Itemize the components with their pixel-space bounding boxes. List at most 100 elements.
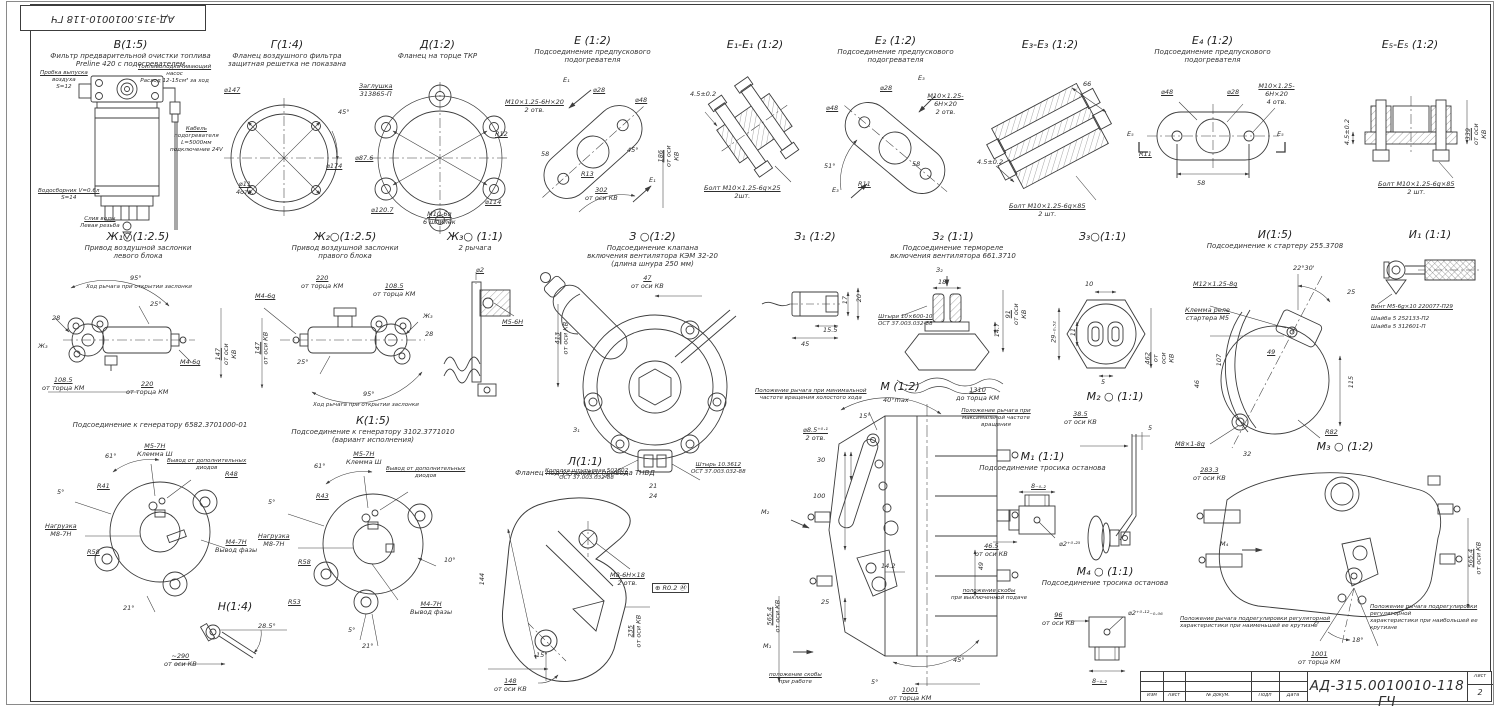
dim-label: R58 <box>298 558 311 566</box>
dim-label: 5° <box>57 488 65 496</box>
title-block-line <box>1279 672 1280 701</box>
corner-stamp: АД-315.0010010-118 ГЧ <box>20 5 206 31</box>
part-label: Штыри 10×600-10 ОСТ 37.003.032-88 <box>878 314 933 327</box>
note-label: Водосборник V=0.6л S=14 <box>38 188 100 201</box>
view-l: Л(1:1) Фланец под установку привода ТНВД… <box>470 455 700 700</box>
dim-label: 7° <box>1312 620 1320 628</box>
section-arrow-label: Е₃ <box>918 74 925 82</box>
view-z3: З₃○(1:1) 10 11 29₋₀.₅₂ 5 462 от оси КВ <box>1035 230 1176 410</box>
dim-label: 1001 от торца КМ <box>1298 650 1341 667</box>
note-label: М4-7Н Вывод фазы <box>215 538 258 555</box>
dim-label: М5-7Н Клемма Ш <box>346 450 382 467</box>
note-label: М4-7Н Вывод фазы <box>410 600 453 617</box>
dim-label: 61° <box>314 462 326 470</box>
view-subtitle: Фильтр предварительной очистки топлива P… <box>50 52 211 68</box>
view-title: Д(1:2) <box>420 38 455 51</box>
view-e1: Е₁-Е₁ (1:2) 4.5±0.2 Болт М10×1.25-6g×25 … <box>690 38 820 208</box>
view-subtitle: Привод воздушной заслонки левого блока <box>84 244 192 260</box>
dim-label: 14.2 <box>881 562 896 570</box>
view-d: Д(1:2) Фланец на торце ТКР Заглушка 3138… <box>355 38 520 238</box>
dim-label: R12 <box>495 130 508 138</box>
dim-label: 28 <box>425 330 434 338</box>
dim-label: ⌀48 <box>1161 88 1174 96</box>
dim-label: 4.5±0.2 <box>1343 119 1351 146</box>
dim-label: 302 от оси КВ <box>585 186 618 203</box>
dim-label: R82 <box>1325 428 1338 436</box>
dim-label: 49 <box>1267 348 1276 356</box>
dim-label: 66 <box>1083 80 1092 88</box>
section-arrow-label: Е₁ <box>563 76 570 84</box>
dim-label: 45° <box>627 146 639 154</box>
fitting-sketch <box>175 622 287 666</box>
dim-label: 10° <box>444 556 456 564</box>
dim-label: М5-6Н <box>502 318 524 326</box>
dim-label: 4.5±0.2 <box>977 158 1004 166</box>
view-g: Г(1:4) Фланец воздушного фильтра защитна… <box>212 38 362 233</box>
dim-label: М10-6g 6 шпилек <box>423 210 456 227</box>
section-arrow-label: Е₅ <box>1277 130 1284 138</box>
part-label: Болт М10×1.25-6g×25 2шт. <box>704 184 781 201</box>
dim-label: ⌀147 <box>224 86 241 94</box>
view-m1: М₁ (1:1) Подсоединение тросика останова … <box>975 450 1110 570</box>
dim-label: 148 от оси КВ <box>494 677 527 694</box>
section-arrow-label: Е₁ <box>649 176 656 184</box>
view-z1: З₁ (1:2) 17 20 15.5 45 <box>755 230 875 360</box>
view-m: М (1:2) <box>755 380 1045 702</box>
dim-label: М12×1.25-8g <box>1193 280 1238 288</box>
note-label: Вывод от дополнительных диодов <box>386 466 466 479</box>
title-block-line <box>1185 672 1186 701</box>
heater-flange2-sketch <box>840 95 948 199</box>
starter-sketch <box>1209 274 1342 449</box>
view-subtitle: Фланец воздушного фильтра защитная решет… <box>227 52 347 68</box>
dim-label: М10×1.25-6Н×20 2 отв. <box>505 98 564 115</box>
dim-label: R13 <box>581 170 594 178</box>
part-label: Заглушка 313865-П <box>359 82 393 99</box>
dim-label: ⌀2⁺⁰·²⁵ <box>1059 540 1081 548</box>
dim-label: ⌀48 <box>826 104 839 112</box>
view-e: Е (1:2) Подсоединение предпускового подо… <box>505 34 681 224</box>
dim-label: R11 <box>858 180 871 188</box>
dim-label: 235 от оси КВ <box>626 614 643 648</box>
pump-side-sketch <box>1196 472 1470 647</box>
dim-label: 5° <box>871 678 879 686</box>
dim-label: 51° <box>824 162 836 170</box>
view-title: Н(1:4) <box>217 600 253 613</box>
view-title: М₁ (1:1) <box>1020 450 1065 463</box>
title-block-line <box>1467 684 1493 685</box>
heater-flange4-sketch <box>1138 101 1286 178</box>
note-label: Топливоподкачивающий насос Расход 12-15с… <box>138 64 212 84</box>
dim-label: 25° <box>297 358 309 366</box>
section-arrow-label: М₄ <box>1220 540 1229 548</box>
dim-label: 91 от оси КВ <box>1003 303 1029 325</box>
dim-label: 46.5 от оси КВ <box>975 542 1008 559</box>
view-i: И(1:5) Подсоединение к стартеру 255.3708… <box>1175 228 1375 482</box>
dim-label: 22°30' <box>1293 264 1315 272</box>
part-label: Штырь 10.3612 ОСТ 37.003.032-88 <box>691 462 746 475</box>
dim-label: 25 <box>821 598 830 606</box>
dim-label: R58 <box>87 548 100 556</box>
dim-label: 96 от оси КВ <box>1042 611 1075 628</box>
view-title: И₁ (1:1) <box>1408 228 1452 241</box>
view-title: Е₅-Е₅ (1:2) <box>1381 38 1439 51</box>
note-label: Положение рычага при минимальной частоте… <box>755 388 867 401</box>
connector-sketch <box>761 287 860 340</box>
dim-label: 147 от оси КВ <box>213 343 239 365</box>
air-damper-drive-left-sketch <box>48 280 223 393</box>
view-title: З ○(1:2) <box>629 230 676 243</box>
title-block-col-list: Лист <box>1167 693 1181 698</box>
section-arrow-label: Ж₃ <box>38 342 48 350</box>
section-arrow-label: З₂ <box>936 266 943 274</box>
title-block-line <box>1307 672 1308 701</box>
view-title: Л(1:1) <box>567 455 603 468</box>
section-arrow-label: М₂ <box>761 508 770 516</box>
dim-label: 58 <box>912 160 921 168</box>
dim-label: 15° <box>536 651 548 659</box>
title-block-line <box>1163 672 1164 701</box>
lever-bracket-sketch <box>443 272 515 397</box>
dim-label: 186 от оси КВ <box>656 145 681 167</box>
dim-label: 28.5° <box>258 622 276 630</box>
dim-label: R41 <box>97 482 110 490</box>
dim-label: ⌀28 <box>880 84 893 92</box>
heater-flange-sketch <box>542 89 664 213</box>
dim-label: 5 <box>1101 378 1106 386</box>
